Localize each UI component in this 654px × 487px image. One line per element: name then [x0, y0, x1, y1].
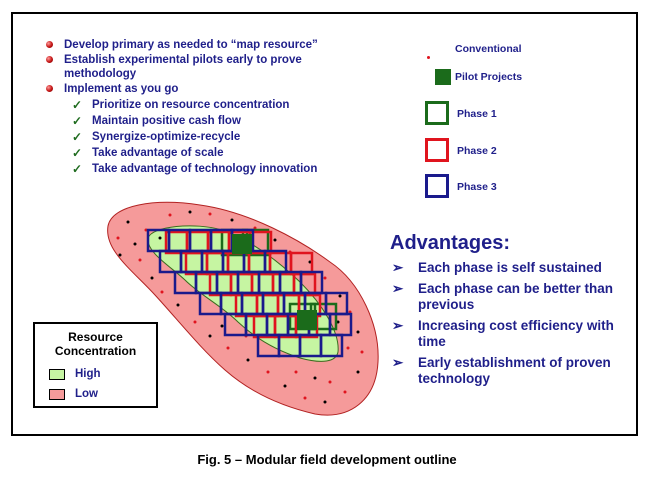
- advantage-item: ➢ Each phase can be better than previous: [390, 281, 628, 313]
- red-bullet-icon: [46, 41, 53, 48]
- legend-pilot: Pilot Projects: [455, 71, 523, 83]
- well-dot: [328, 380, 332, 384]
- advantages-list: ➢ Each phase is self sustained ➢ Each phas…: [390, 260, 628, 387]
- bullet-item: Develop primary as needed to “map resour…: [44, 38, 364, 52]
- well-dot: [230, 218, 234, 222]
- low-label: Low: [75, 388, 98, 400]
- high-label: High: [75, 368, 101, 380]
- well-dot: [346, 346, 350, 350]
- advantages-title: Advantages:: [390, 232, 511, 254]
- well-dot: [343, 390, 347, 394]
- well-dot: [158, 236, 162, 240]
- well-dot: [356, 330, 360, 334]
- resource-legend-high: High: [49, 368, 101, 380]
- arrow-bullet-icon: ➢: [392, 281, 404, 296]
- well-dot: [273, 238, 277, 242]
- checkmark-icon: ✓: [72, 146, 83, 160]
- resource-legend: Resource Concentration High Low: [33, 322, 158, 408]
- well-dot: [294, 370, 298, 374]
- checkmark-icon: ✓: [72, 162, 83, 176]
- bullet-item: Establish experimental pilots early to p…: [44, 53, 319, 81]
- legend-phase2: Phase 2: [457, 145, 497, 157]
- well-dot: [193, 320, 197, 324]
- sub-item: ✓ Prioritize on resource concentration: [64, 98, 364, 112]
- bullet-text: Develop primary as needed to “map resour…: [64, 39, 318, 51]
- advantage-item: ➢ Each phase is self sustained: [390, 260, 628, 276]
- red-bullet-icon: [46, 56, 53, 63]
- arrow-bullet-icon: ➢: [392, 318, 404, 333]
- well-dot: [208, 212, 212, 216]
- resource-legend-low: Low: [49, 388, 98, 400]
- well-dot: [220, 324, 224, 328]
- bullet-item: Implement as you go ✓ Prioritize on resou…: [44, 82, 364, 176]
- phase3-cell: [319, 333, 344, 358]
- well-dot: [208, 334, 212, 338]
- well-dot: [188, 210, 192, 214]
- pilot-project-block: [297, 310, 317, 330]
- sub-item-text: Take advantage of technology innovation: [92, 163, 318, 175]
- well-dot: [126, 220, 130, 224]
- well-dot: [176, 303, 180, 307]
- well-dot: [150, 276, 154, 280]
- well-dot: [246, 358, 250, 362]
- well-dot: [338, 294, 342, 298]
- well-dot: [138, 258, 142, 262]
- well-dot: [356, 370, 360, 374]
- well-dot: [283, 384, 287, 388]
- figure-caption: Fig. 5 – Modular field development outli…: [197, 452, 457, 467]
- pilot-project-block: [232, 234, 252, 254]
- arrow-bullet-icon: ➢: [392, 355, 404, 370]
- well-dot: [323, 400, 327, 404]
- well-dot: [313, 376, 317, 380]
- sub-item-text: Synergize-optimize-recycle: [92, 131, 241, 143]
- high-swatch-icon: [49, 369, 65, 380]
- sub-item: ✓ Maintain positive cash flow: [64, 114, 364, 128]
- sub-list: ✓ Prioritize on resource concentration ✓ M…: [64, 98, 364, 176]
- bullet-text: Implement as you go: [64, 83, 179, 95]
- well-dot: [133, 242, 137, 246]
- well-dot: [168, 213, 172, 217]
- bullet-list: Develop primary as needed to “map resour…: [44, 38, 364, 178]
- sub-item: ✓ Take advantage of scale: [64, 146, 364, 160]
- arrow-bullet-icon: ➢: [392, 260, 404, 275]
- well-dot: [266, 370, 270, 374]
- advantage-item: ➢ Early establishment of proven technolog…: [390, 355, 628, 387]
- phase1-swatch-icon: [425, 101, 449, 125]
- low-swatch-icon: [49, 389, 65, 400]
- sub-item-text: Take advantage of scale: [92, 147, 224, 159]
- advantage-text: Each phase is self sustained: [418, 260, 602, 275]
- checkmark-icon: ✓: [72, 98, 83, 112]
- legend-phase3: Phase 3: [457, 181, 497, 193]
- advantages-panel: Advantages: ➢ Each phase is self sustaine…: [390, 232, 628, 392]
- checkmark-icon: ✓: [72, 130, 83, 144]
- well-dot: [303, 396, 307, 400]
- advantage-text: Early establishment of proven technology: [418, 355, 611, 386]
- sub-item: ✓ Synergize-optimize-recycle: [64, 130, 364, 144]
- well-dot: [118, 253, 122, 257]
- phase2-swatch-icon: [425, 138, 449, 162]
- well-dot: [226, 346, 230, 350]
- well-dot: [360, 350, 364, 354]
- legend-phase1: Phase 1: [457, 108, 497, 120]
- bullet-text: Establish experimental pilots early to p…: [64, 54, 302, 80]
- red-bullet-icon: [46, 85, 53, 92]
- sub-item: ✓ Take advantage of technology innovation: [64, 162, 364, 176]
- checkmark-icon: ✓: [72, 114, 83, 128]
- advantage-item: ➢ Increasing cost efficiency with time: [390, 318, 628, 350]
- pilot-swatch-icon: [435, 69, 451, 85]
- legend-conventional: Conventional: [455, 43, 522, 55]
- resource-legend-title: Resource Concentration: [54, 330, 137, 358]
- sub-item-text: Maintain positive cash flow: [92, 115, 241, 127]
- advantage-text: Increasing cost efficiency with time: [418, 318, 614, 349]
- well-dot: [160, 290, 164, 294]
- well-dot: [323, 276, 327, 280]
- figure-frame: [11, 12, 638, 436]
- advantage-text: Each phase can be better than previous: [418, 281, 614, 312]
- sub-item-text: Prioritize on resource concentration: [92, 99, 290, 111]
- phase3-swatch-icon: [425, 174, 449, 198]
- well-dot: [116, 236, 120, 240]
